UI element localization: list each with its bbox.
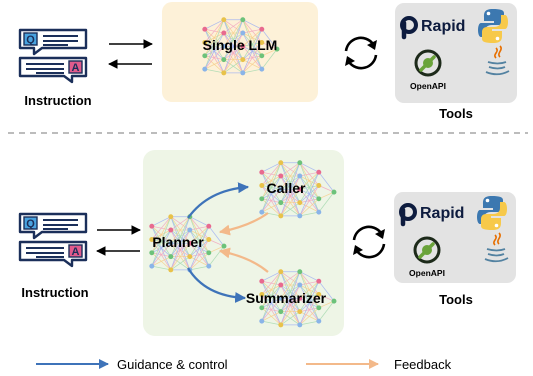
guidance-arrow-to-caller [187,182,250,219]
legend-feedback-label: Feedback [394,357,452,372]
single-llm-label: Single LLM [203,37,278,53]
chat-icon: QA [18,212,88,268]
python-logo [478,9,508,43]
tools-label: Tools [439,106,473,121]
feedback-arrow-from-caller [218,212,269,236]
bottom-section: QA Instruction Caller Planner Summarizer… [18,150,516,336]
svg-text:Q: Q [26,218,35,230]
svg-text:OpenAPI: OpenAPI [409,268,445,278]
instruction-label: Instruction [21,285,88,300]
svg-text:Rapid: Rapid [421,18,465,35]
caller-label: Caller [267,180,306,196]
guidance-arrow-to-summarizer [187,267,247,303]
summarizer-label: Summarizer [246,290,327,306]
rapidapi-logo: Rapid [400,16,465,40]
cycle-icon [352,225,386,259]
svg-text:Rapid: Rapid [420,205,464,222]
feedback-arrow-from-summarizer [218,247,269,273]
planner-network-icon [149,214,227,273]
caller-network-icon [259,160,337,219]
svg-text:A: A [72,246,80,258]
legend-guidance-label: Guidance & control [117,357,228,372]
java-logo [485,45,510,76]
svg-text:Q: Q [26,34,35,46]
summarizer-network-icon [259,269,337,328]
planner-label: Planner [152,234,204,250]
tools-label: Tools [439,292,473,307]
neural-network-icon [202,17,280,76]
python-logo [477,196,507,230]
svg-text:A: A [72,62,80,74]
rapidapi-logo: Rapid [399,203,464,227]
openapi-logo: OpenAPI [409,236,445,278]
svg-text:OpenAPI: OpenAPI [410,81,446,91]
chat-icon: QA [18,28,88,84]
java-logo [484,232,509,263]
legend: Guidance & control Feedback [36,357,452,372]
cycle-icon [344,36,378,70]
single-llm-panel [162,2,318,102]
openapi-logo: OpenAPI [410,49,446,91]
instruction-label: Instruction [24,93,91,108]
